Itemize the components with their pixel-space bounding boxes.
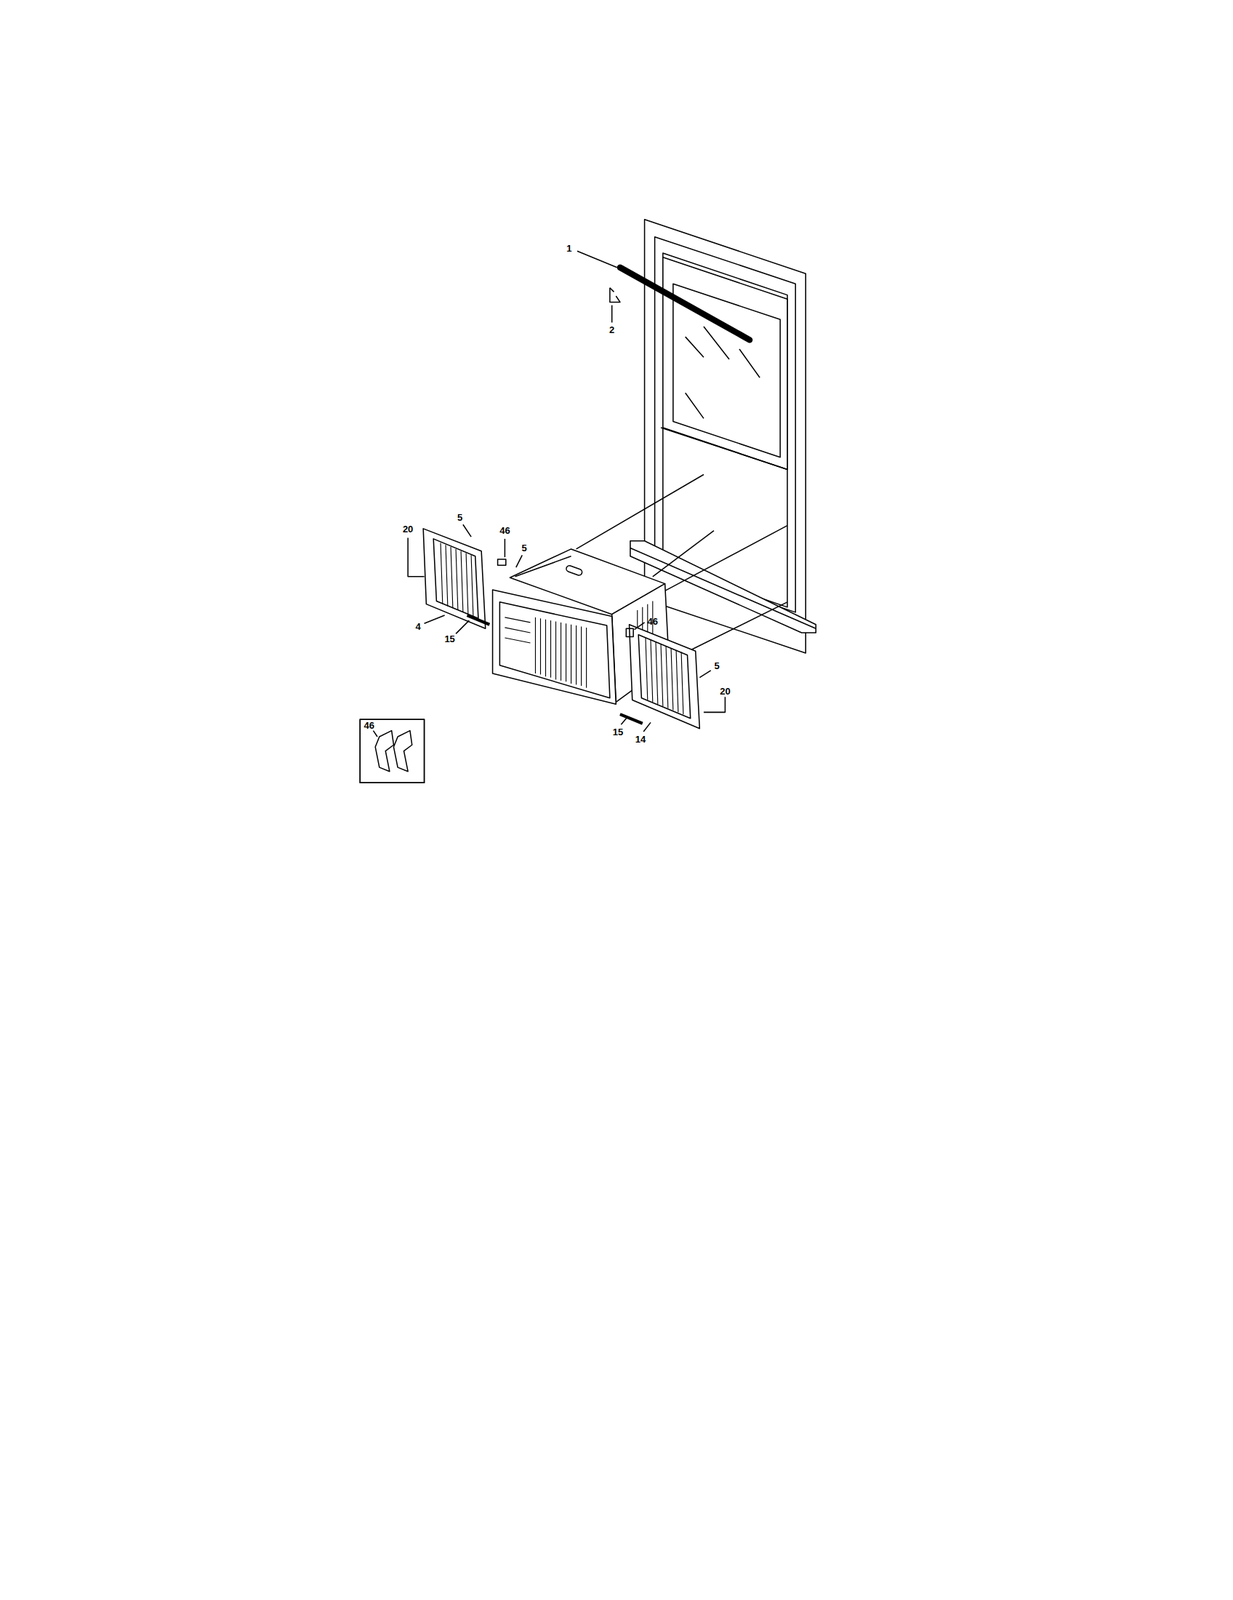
callout-number: 5 [521, 543, 527, 553]
callout-number: 15 [444, 633, 455, 644]
callout-number: 20 [719, 685, 730, 696]
callout-number: 2 [609, 324, 615, 335]
callout-number: 46 [499, 525, 510, 536]
callout-number: 1 [566, 242, 572, 253]
callout-number: 5 [714, 660, 720, 670]
callout-number: 14 [635, 733, 646, 743]
callout-number: 5 [457, 512, 463, 522]
callout-number: 46 [647, 616, 658, 626]
callout-number: 46 [364, 720, 375, 730]
callout-number: 15 [612, 726, 624, 736]
callout-number: 4 [415, 621, 421, 632]
callout-number: 20 [402, 523, 413, 533]
